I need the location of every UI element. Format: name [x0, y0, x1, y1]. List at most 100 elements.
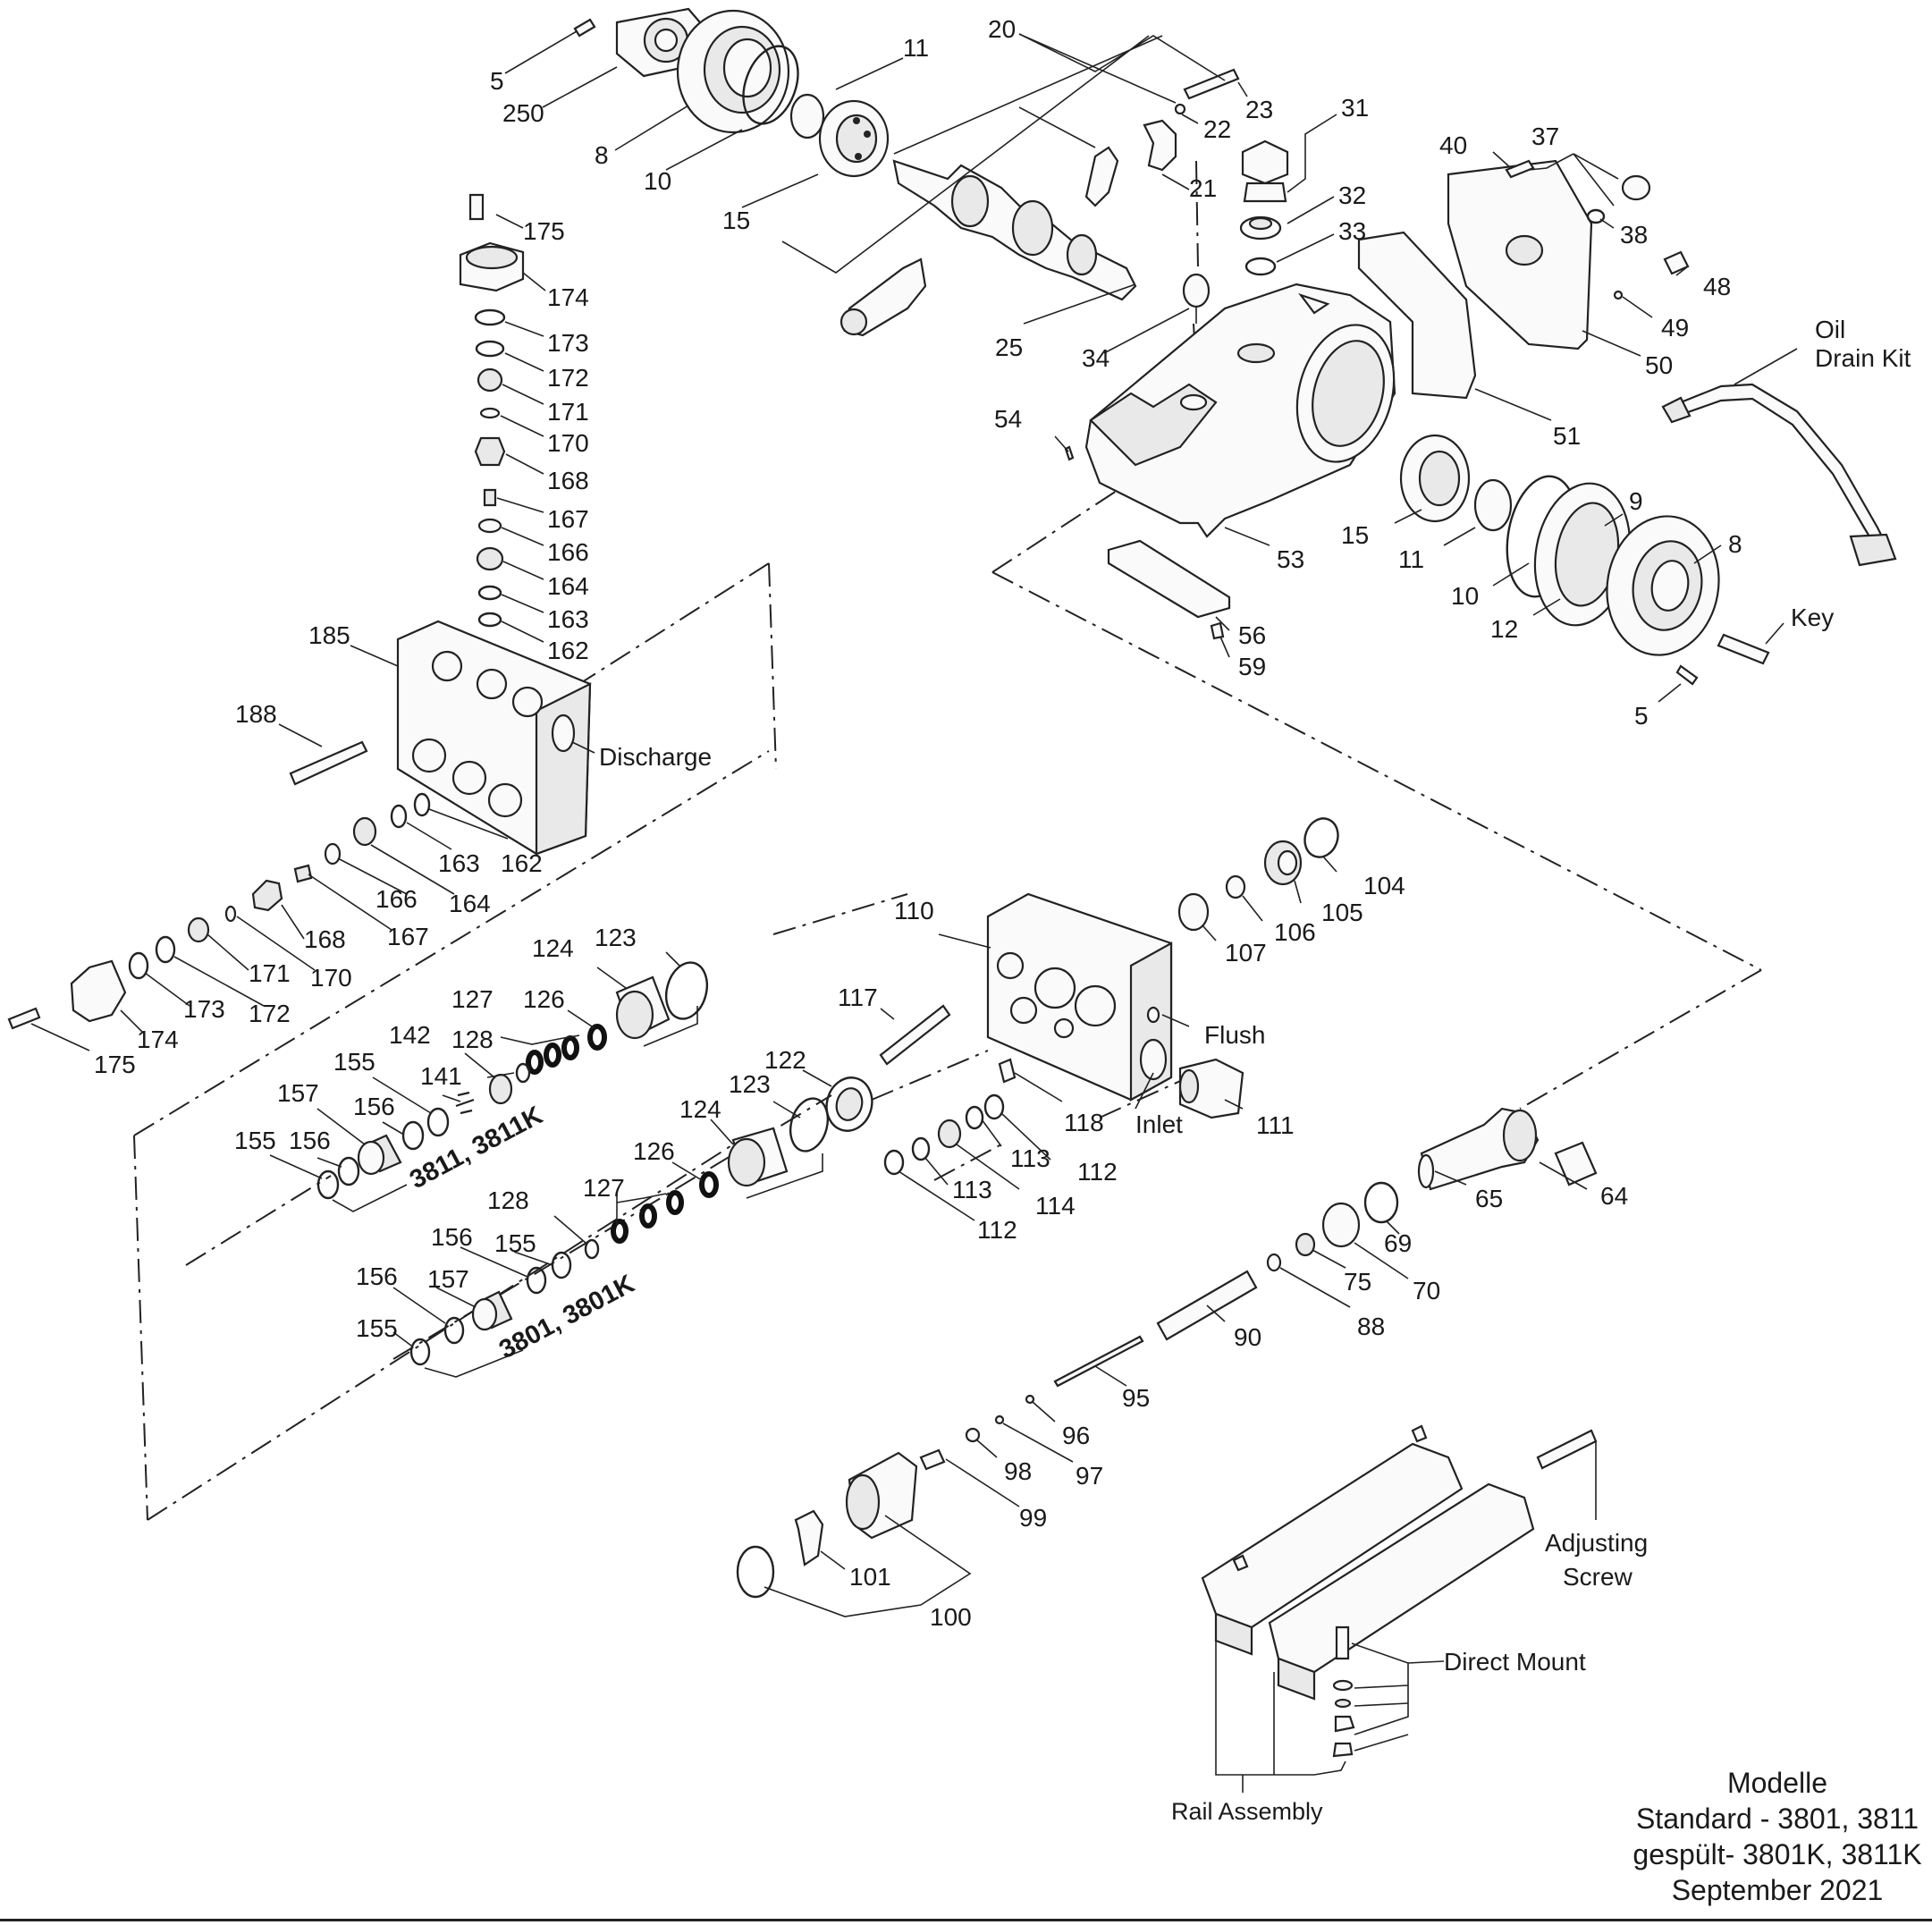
label-40: 40 — [1439, 131, 1467, 159]
discharge-manifold-185 — [396, 620, 592, 856]
pin-64 — [1554, 1141, 1598, 1186]
label-5: 5 — [490, 67, 504, 95]
valve-cap-174-top — [459, 241, 525, 292]
tab-101 — [794, 1509, 824, 1566]
crankshaft-25 — [892, 159, 1137, 301]
ring-126-upper — [587, 1024, 607, 1051]
ring-142 — [488, 1073, 513, 1105]
seal-127c — [526, 1050, 544, 1075]
label-10: 10 — [644, 167, 671, 195]
sleeve-100 — [845, 1451, 918, 1540]
crankcase-housing-53 — [1084, 283, 1396, 538]
screw-23 — [1183, 68, 1240, 100]
washer-88 — [1266, 1253, 1282, 1272]
leader-lines — [30, 30, 1798, 1793]
label-111: 111 — [1256, 1111, 1295, 1139]
label-53: 53 — [1277, 545, 1304, 573]
label-166a: 166 — [547, 538, 589, 566]
label-124a: 124 — [532, 934, 574, 962]
label-167a: 167 — [547, 505, 589, 533]
ring-172-side — [155, 935, 176, 964]
label-105: 105 — [1321, 899, 1363, 926]
ring-11-top — [789, 93, 825, 139]
label-170b: 170 — [310, 964, 352, 992]
ring-123-lower — [789, 1097, 830, 1152]
inlet-manifold-110 — [986, 892, 1173, 1102]
valve-166-top — [477, 518, 502, 534]
label-128b: 128 — [487, 1186, 529, 1214]
bolt-175-side — [7, 1007, 41, 1030]
label-168a: 168 — [547, 467, 589, 494]
label-162b: 162 — [501, 849, 543, 877]
label-11b: 11 — [1398, 545, 1424, 573]
label-oil: Oil — [1815, 316, 1845, 343]
ring-112-b — [883, 1149, 905, 1176]
label-21: 21 — [1189, 174, 1217, 202]
label-127a: 127 — [451, 985, 494, 1013]
bolt-40 — [1505, 159, 1535, 179]
label-101: 101 — [849, 1563, 891, 1591]
ring-163-side — [390, 804, 408, 829]
label-128a: 128 — [451, 1026, 494, 1053]
label-51: 51 — [1553, 422, 1581, 450]
piston-157-lower — [471, 1290, 513, 1331]
ring-155-lower — [551, 1251, 572, 1279]
label-156a: 156 — [353, 1093, 395, 1120]
label-126b: 126 — [633, 1137, 675, 1165]
spring-171-top — [477, 367, 503, 393]
label-23: 23 — [1245, 96, 1273, 123]
label-107: 107 — [1225, 939, 1267, 967]
label-screw: Screw — [1563, 1563, 1633, 1591]
label-drain-kit: Drain Kit — [1815, 344, 1911, 372]
label-157b: 157 — [427, 1265, 469, 1293]
label-155b: 155 — [234, 1127, 276, 1154]
bearing-cap-21 — [1143, 119, 1177, 172]
washer-70 — [1321, 1202, 1361, 1248]
label-32: 32 — [1338, 182, 1366, 209]
fitting-99 — [919, 1448, 946, 1471]
label-122: 122 — [764, 1046, 806, 1074]
label-key: Key — [1791, 604, 1834, 631]
flange-8-right — [1606, 515, 1720, 656]
title-block: Modelle Standard - 3801, 3811 gespült- 3… — [1632, 1767, 1921, 1906]
label-69: 69 — [1384, 1229, 1412, 1257]
label-173b: 173 — [183, 995, 225, 1023]
rail-assembly — [1201, 1424, 1535, 1701]
label-flush: Flush — [1204, 1021, 1265, 1049]
label-163b: 163 — [438, 849, 480, 877]
plug-31 — [1241, 139, 1289, 203]
fitting-118 — [998, 1058, 1017, 1084]
plug-37 — [1621, 174, 1651, 201]
label-96: 96 — [1062, 1422, 1090, 1449]
label-167b: 167 — [387, 923, 429, 950]
packing-set-upper — [316, 961, 709, 1212]
ring-128-lower — [584, 1238, 600, 1260]
label-168b: 168 — [304, 925, 346, 953]
label-171b: 171 — [249, 959, 291, 987]
ring-69 — [1363, 1181, 1399, 1224]
label-126a: 126 — [523, 985, 565, 1013]
seal-127a — [561, 1035, 579, 1060]
label-173a: 173 — [547, 329, 589, 357]
label-156b: 156 — [289, 1127, 331, 1154]
label-117: 117 — [838, 984, 878, 1011]
label-90: 90 — [1234, 1323, 1261, 1351]
ring-112-a — [983, 1093, 1005, 1120]
ring-113-a — [965, 1105, 984, 1130]
ring-173-side — [128, 951, 149, 980]
label-155d: 155 — [356, 1314, 398, 1342]
label-112b: 112 — [977, 1216, 1017, 1244]
label-104: 104 — [1363, 872, 1405, 899]
label-142: 142 — [389, 1021, 431, 1049]
retainer-168-top — [474, 436, 506, 467]
bolt-188 — [289, 740, 368, 786]
horizontal-discharge-stack — [7, 792, 431, 1030]
ring-122 — [825, 1076, 873, 1132]
ring-162-side — [413, 792, 431, 817]
label-59: 59 — [1238, 653, 1266, 680]
label-31: 31 — [1341, 94, 1369, 122]
label-rail-assembly: Rail Assembly — [1171, 1798, 1323, 1825]
label-56: 56 — [1238, 621, 1266, 649]
title-line-1: Modelle — [1727, 1767, 1827, 1799]
